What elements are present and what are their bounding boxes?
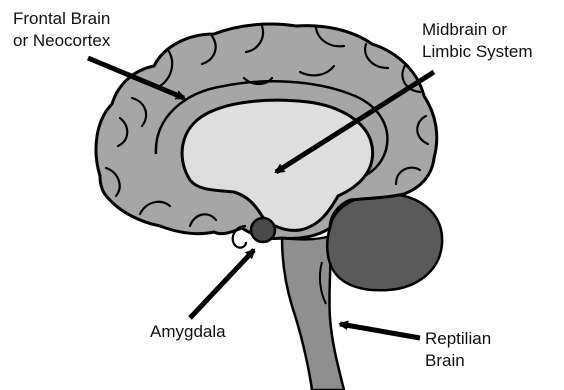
cerebellum — [327, 194, 442, 291]
label-midbrain-line-2: Limbic System — [422, 41, 533, 63]
label-amygdala: Amygdala — [150, 321, 226, 343]
amygdala — [251, 218, 275, 242]
arrow-amygdala — [190, 250, 254, 318]
label-midbrain-line-1: Midbrain or — [422, 19, 533, 41]
label-frontal-line-2: or Neocortex — [13, 30, 110, 52]
label-midbrain: Midbrain or Limbic System — [422, 19, 533, 63]
label-reptilian-line-1: Reptilian — [425, 328, 491, 350]
label-reptilian-line-2: Brain — [425, 350, 491, 372]
arrow-reptilian — [340, 324, 420, 338]
label-reptilian-brain: Reptilian Brain — [425, 328, 491, 372]
label-frontal-line-1: Frontal Brain — [13, 8, 110, 30]
label-frontal-brain: Frontal Brain or Neocortex — [13, 8, 110, 52]
